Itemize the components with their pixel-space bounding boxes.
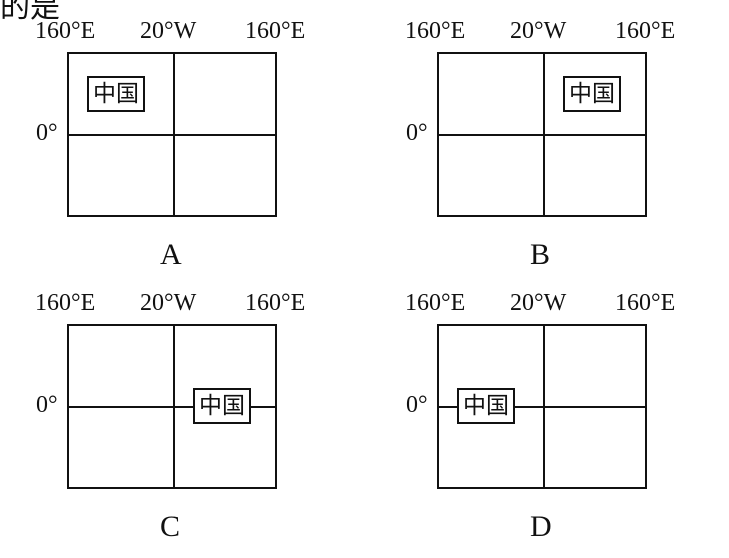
china-label-box: 中国: [87, 76, 145, 112]
map-panel-d: 160°E 20°W 160°E 0° 中国 D: [400, 290, 700, 550]
longitude-label-middle: 20°W: [510, 290, 567, 316]
map-grid: 中国: [67, 52, 277, 217]
longitude-label-middle: 20°W: [140, 290, 197, 316]
longitude-label-left: 160°E: [405, 18, 466, 44]
china-label-box: 中国: [457, 388, 515, 424]
equator-label: 0°: [406, 120, 428, 146]
china-label-box: 中国: [193, 388, 251, 424]
meridian-line: [543, 326, 545, 487]
equator-line: [439, 406, 645, 408]
longitude-label-middle: 20°W: [510, 18, 567, 44]
map-panel-a: 160°E 20°W 160°E 0° 中国 A: [30, 18, 330, 278]
meridian-line: [173, 326, 175, 487]
map-panel-c: 160°E 20°W 160°E 0° 中国 C: [30, 290, 330, 550]
meridian-line: [173, 54, 175, 215]
meridian-line: [543, 54, 545, 215]
equator-line: [439, 134, 645, 136]
equator-label: 0°: [36, 120, 58, 146]
map-grid: 中国: [67, 324, 277, 489]
longitude-label-right: 160°E: [245, 18, 306, 44]
equator-label: 0°: [406, 392, 428, 418]
equator-line: [69, 406, 275, 408]
equator-line: [69, 134, 275, 136]
option-label: D: [530, 510, 552, 543]
longitude-label-left: 160°E: [35, 18, 96, 44]
longitude-label-middle: 20°W: [140, 18, 197, 44]
map-grid: 中国: [437, 324, 647, 489]
longitude-label-right: 160°E: [615, 290, 676, 316]
equator-label: 0°: [36, 392, 58, 418]
china-label-box: 中国: [563, 76, 621, 112]
option-label: A: [160, 238, 182, 271]
map-panel-b: 160°E 20°W 160°E 0° 中国 B: [400, 18, 700, 278]
header-fragment: 的是: [0, 0, 60, 24]
option-label: C: [160, 510, 181, 543]
longitude-label-left: 160°E: [35, 290, 96, 316]
option-label: B: [530, 238, 551, 271]
longitude-label-left: 160°E: [405, 290, 466, 316]
map-grid: 中国: [437, 52, 647, 217]
longitude-label-right: 160°E: [245, 290, 306, 316]
longitude-label-right: 160°E: [615, 18, 676, 44]
